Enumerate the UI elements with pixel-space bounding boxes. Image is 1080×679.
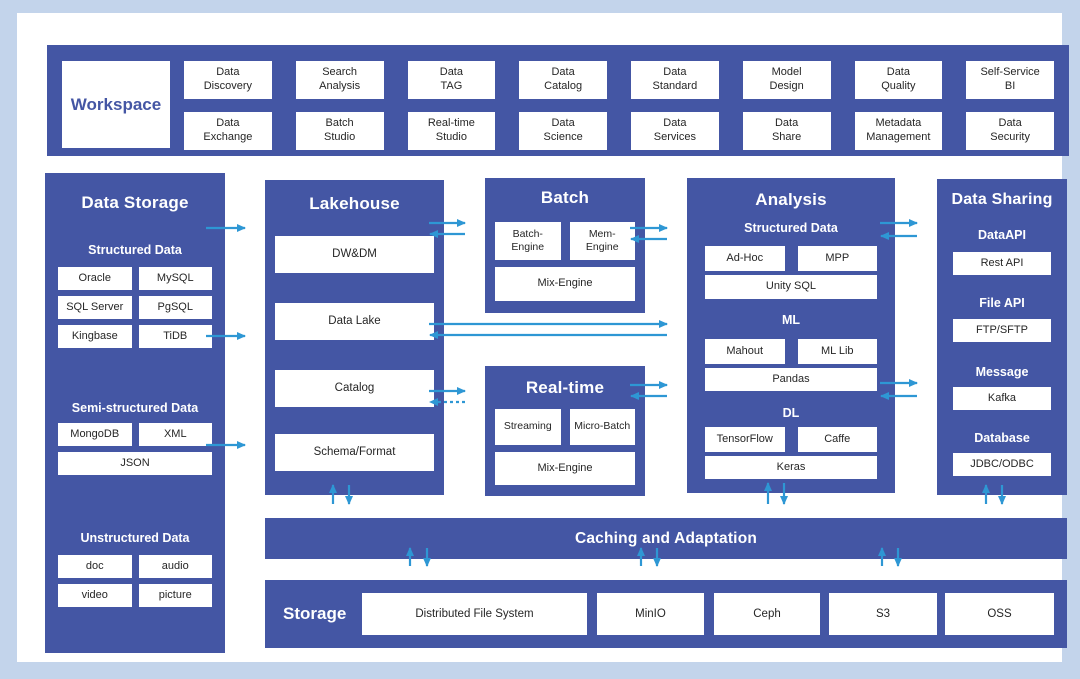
node-ad-hoc: Ad-Hoc xyxy=(705,246,785,271)
realtime-engines: Streaming Micro-Batch xyxy=(495,409,635,445)
node-jdbc-odbc: JDBC/ODBC xyxy=(953,453,1051,476)
node-unity-sql: Unity SQL xyxy=(705,275,877,299)
analysis-ml-pair: Mahout ML Lib xyxy=(705,339,877,364)
node-oracle: Oracle xyxy=(58,267,132,290)
node-realtime-studio: Real-time Studio xyxy=(407,112,496,150)
node-batch-mix-engine: Mix-Engine xyxy=(495,267,635,301)
database-subtitle: Database xyxy=(974,431,1030,445)
node-picture: picture xyxy=(138,584,212,607)
analysis-dl-pair: TensorFlow Caffe xyxy=(705,427,877,452)
node-catalog: Catalog xyxy=(275,370,434,407)
panel-storage: Storage Distributed File System MinIO Ce… xyxy=(265,580,1067,648)
node-streaming: Streaming xyxy=(495,409,561,445)
panel-analysis: Analysis Structured Data Ad-Hoc MPP Unit… xyxy=(687,178,895,493)
node-s3: S3 xyxy=(829,593,937,635)
dataapi-subtitle: DataAPI xyxy=(978,228,1026,242)
node-micro-batch: Micro-Batch xyxy=(569,409,635,445)
node-ceph: Ceph xyxy=(714,593,820,635)
node-batch-studio: Batch Studio xyxy=(295,112,384,150)
node-self-service-bi: Self-Service BI xyxy=(966,61,1054,99)
node-dw-dm: DW&DM xyxy=(275,236,434,273)
structured-data-subtitle: Structured Data xyxy=(88,243,182,257)
node-kingbase: Kingbase xyxy=(58,325,132,348)
storage-title: Storage xyxy=(283,604,347,623)
node-mahout: Mahout xyxy=(705,339,785,364)
node-data-science: Data Science xyxy=(519,112,607,150)
panel-caching-adaptation: Caching and Adaptation xyxy=(265,518,1067,559)
node-data-quality: Data Quality xyxy=(854,61,943,99)
node-ml-lib: ML Lib xyxy=(797,339,877,364)
semi-structured-subtitle: Semi-structured Data xyxy=(71,401,199,415)
node-rest-api: Rest API xyxy=(953,252,1051,275)
panel-data-storage: Data Storage Structured Data Oracle MySQ… xyxy=(45,173,225,653)
node-ftp-sftp: FTP/SFTP xyxy=(953,319,1051,342)
workspace-modules-grid: Data Discovery Search Analysis Data TAG … xyxy=(184,61,1054,150)
node-sql-server: SQL Server xyxy=(58,296,132,319)
diagram-canvas: Workspace Data Discovery Search Analysis… xyxy=(17,13,1069,662)
panel-realtime: Real-time Streaming Micro-Batch Mix-Engi… xyxy=(485,366,645,496)
data-sharing-title: Data Sharing xyxy=(951,191,1053,208)
unstructured-grid: doc audio video picture xyxy=(58,555,212,607)
node-mongodb: MongoDB xyxy=(58,423,132,446)
panel-lakehouse: Lakehouse DW&DM Data Lake Catalog Schema… xyxy=(265,180,444,495)
node-data-standard: Data Standard xyxy=(631,61,719,99)
panel-batch: Batch Batch- Engine Mem- Engine Mix-Engi… xyxy=(485,178,645,313)
node-tidb: TiDB xyxy=(138,325,212,348)
node-data-exchange: Data Exchange xyxy=(184,112,272,150)
node-model-design: Model Design xyxy=(742,61,831,99)
node-mysql: MySQL xyxy=(138,267,212,290)
node-realtime-mix-engine: Mix-Engine xyxy=(495,452,635,485)
node-data-lake: Data Lake xyxy=(275,303,434,340)
node-caffe: Caffe xyxy=(797,427,877,452)
node-distributed-file-system: Distributed File System xyxy=(362,593,587,635)
batch-title: Batch xyxy=(540,188,590,207)
workspace-label-box: Workspace xyxy=(62,61,170,148)
semi-structured-grid: MongoDB XML JSON xyxy=(58,423,212,475)
panel-data-sharing: Data Sharing DataAPI Rest API File API F… xyxy=(937,179,1067,495)
node-pandas: Pandas xyxy=(705,368,877,391)
node-tensorflow: TensorFlow xyxy=(705,427,785,452)
analysis-title: Analysis xyxy=(755,190,827,209)
node-data-tag: Data TAG xyxy=(407,61,496,99)
node-data-services: Data Services xyxy=(631,112,719,150)
analysis-structured-subtitle: Structured Data xyxy=(744,221,838,235)
caching-title: Caching and Adaptation xyxy=(574,529,758,547)
node-json: JSON xyxy=(58,452,212,475)
analysis-structured-pair: Ad-Hoc MPP xyxy=(705,246,877,271)
unstructured-subtitle: Unstructured Data xyxy=(80,531,190,545)
node-data-discovery: Data Discovery xyxy=(184,61,272,99)
node-mpp: MPP xyxy=(797,246,877,271)
node-metadata-management: Metadata Management xyxy=(854,112,943,150)
message-subtitle: Message xyxy=(975,365,1029,379)
storage-label: Storage xyxy=(283,580,346,648)
lakehouse-title: Lakehouse xyxy=(309,194,400,213)
workspace-title: Workspace xyxy=(70,94,162,114)
node-data-security: Data Security xyxy=(966,112,1054,150)
node-search-analysis: Search Analysis xyxy=(295,61,384,99)
node-pgsql: PgSQL xyxy=(138,296,212,319)
analysis-ml-subtitle: ML xyxy=(781,313,801,327)
data-storage-title: Data Storage xyxy=(81,193,189,212)
node-keras: Keras xyxy=(705,456,877,479)
batch-engines: Batch- Engine Mem- Engine xyxy=(495,222,635,260)
realtime-title: Real-time xyxy=(525,378,605,397)
analysis-dl-subtitle: DL xyxy=(782,406,800,420)
node-xml: XML xyxy=(138,423,212,446)
node-schema-format: Schema/Format xyxy=(275,434,434,471)
node-kafka: Kafka xyxy=(953,387,1051,410)
node-minio: MinIO xyxy=(597,593,704,635)
structured-data-grid: Oracle MySQL SQL Server PgSQL Kingbase T… xyxy=(58,267,212,348)
node-data-catalog: Data Catalog xyxy=(519,61,607,99)
node-mem-engine: Mem- Engine xyxy=(569,222,635,260)
fileapi-subtitle: File API xyxy=(979,296,1025,310)
node-video: video xyxy=(58,584,132,607)
node-doc: doc xyxy=(58,555,132,578)
node-batch-engine: Batch- Engine xyxy=(495,222,561,260)
node-audio: audio xyxy=(138,555,212,578)
panel-workspace: Workspace Data Discovery Search Analysis… xyxy=(47,45,1069,156)
node-oss: OSS xyxy=(945,593,1054,635)
node-data-share: Data Share xyxy=(742,112,831,150)
